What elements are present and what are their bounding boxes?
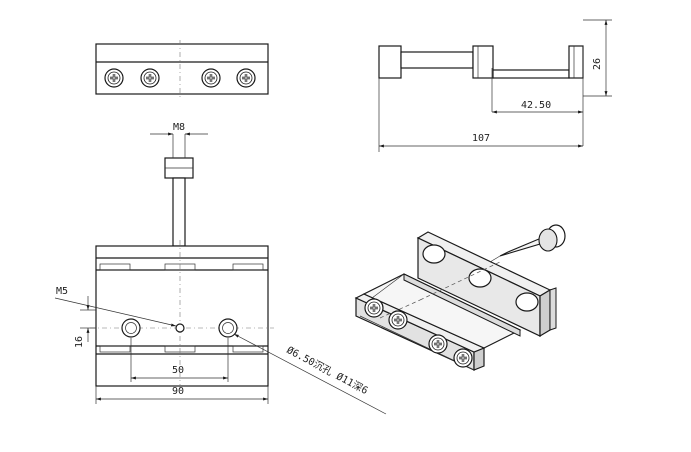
counterbore-hole-right: [218, 318, 238, 338]
isometric-view: [354, 224, 566, 371]
dim-height-16: 16: [74, 336, 85, 348]
side-view: 26 42.50 107: [378, 19, 612, 152]
screw-icon: [452, 347, 474, 369]
screw-icon: [427, 333, 449, 355]
dim-width-90: 90: [172, 386, 184, 397]
dim-spacing-50: 50: [172, 365, 184, 376]
thread-hole-center: [175, 323, 185, 333]
front-view: M8 M5 16 50: [54, 122, 387, 415]
dim-counterbore-note: Ø6.50沉孔 Ø11深6: [285, 343, 371, 397]
dim-total-107: 107: [472, 133, 490, 144]
screw-icon: [103, 67, 125, 89]
screw-icon: [363, 297, 385, 319]
screw-icon: [200, 67, 222, 89]
screw-icon: [387, 309, 409, 331]
screw-icon: [235, 67, 257, 89]
counterbore-hole-left: [121, 318, 141, 338]
dim-height-26: 26: [592, 58, 603, 70]
screw-icon: [139, 67, 161, 89]
dim-thread-m8: M8: [173, 122, 185, 133]
dim-inner-42-50: 42.50: [521, 100, 551, 111]
top-view: [95, 40, 269, 98]
dim-thread-m5: M5: [56, 286, 68, 297]
